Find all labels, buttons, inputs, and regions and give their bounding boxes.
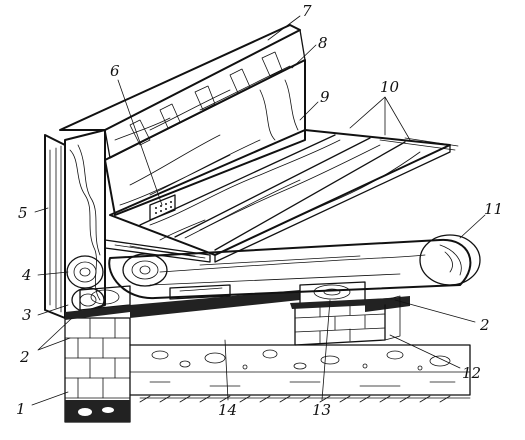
label-11: 11	[484, 200, 503, 218]
label-8: 8	[318, 34, 328, 52]
label-9: 9	[320, 88, 330, 106]
floorboards	[109, 129, 459, 263]
label-12: 12	[462, 364, 481, 382]
label-14: 14	[218, 401, 237, 419]
inner-wall-panel	[104, 59, 306, 221]
gravel-base	[129, 344, 471, 403]
label-4: 4	[21, 266, 32, 284]
label-13: 13	[312, 401, 331, 419]
label-2-left: 2	[19, 348, 30, 366]
label-3: 3	[22, 306, 32, 324]
label-6: 6	[110, 62, 120, 80]
outer-wall-cladding	[44, 134, 66, 319]
log-joist	[108, 234, 481, 300]
label-1: 1	[16, 400, 26, 418]
label-7: 7	[302, 2, 312, 20]
brick-foundation	[64, 317, 131, 423]
log-wall-face	[64, 129, 106, 319]
leader-lines	[31, 15, 486, 406]
waterproofing-layers	[65, 298, 395, 320]
label-2-right: 2	[479, 316, 490, 334]
support-blocks	[79, 281, 366, 311]
label-5: 5	[18, 204, 28, 222]
wall-top-insulation	[59, 24, 306, 159]
callout-labels: 1 2 2 3 4 5 6 7 8 9 10 11 12 13 14	[16, 2, 503, 419]
label-10: 10	[380, 78, 400, 96]
subfloor-lining	[104, 239, 211, 263]
